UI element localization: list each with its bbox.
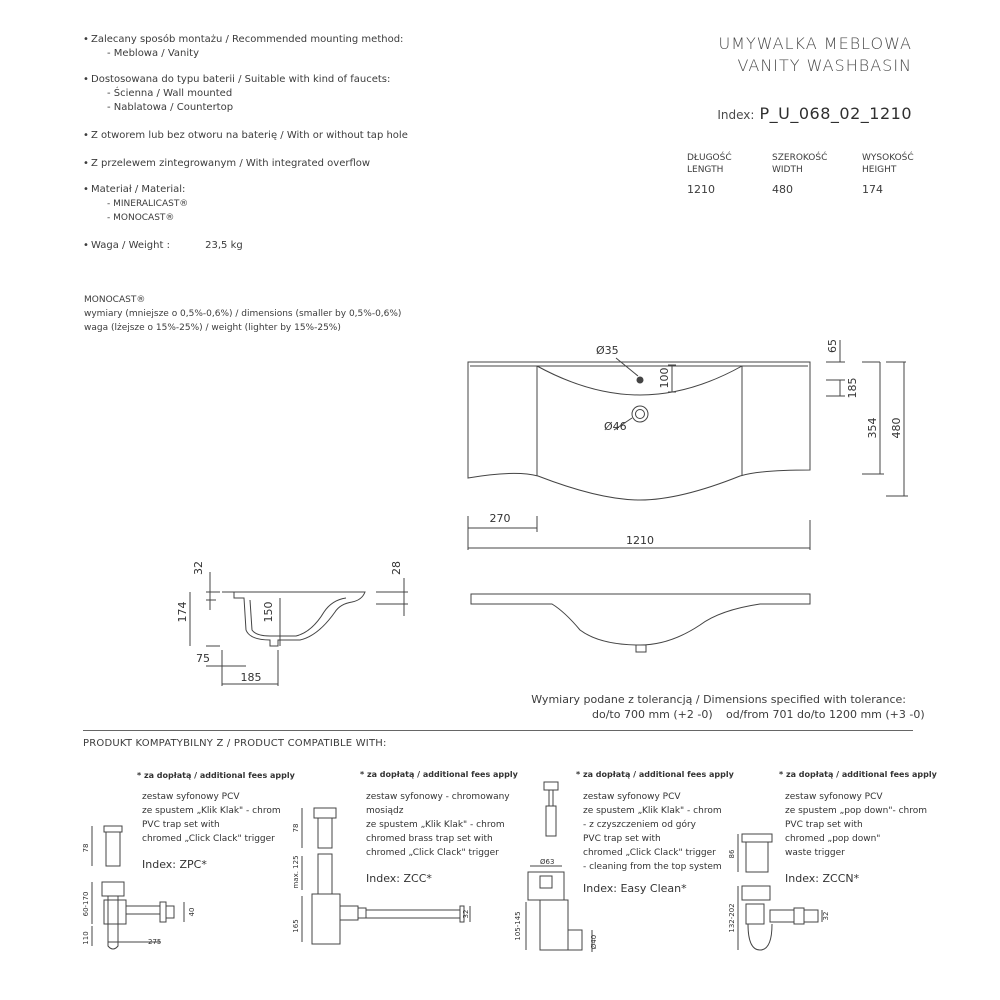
easyclean-dim-c: Ø40 [590,935,598,949]
zcc-dim-c: 165 [292,919,300,932]
dim-width: SZEROKOŚĆ WIDTH 480 [772,153,828,196]
compatible-title: PRODUKT KOMPATYBILNY Z / PRODUCT COMPATI… [83,738,387,749]
tolerance-large: od/from 701 do/to 1200 mm (+3 -0) [726,708,925,721]
dim-label-185: 185 [846,378,859,399]
easyclean-dim-b: 105-145 [514,911,522,940]
product-index: Index: ZCC* [366,872,432,885]
product-index: Index: Easy Clean* [583,882,687,895]
dim-label-185-side: 185 [241,671,262,684]
zpc-dim-e: 40 [188,908,196,917]
zccn-dim-c: 32 [822,912,830,921]
fee-note: * za dopłatą / additional fees apply [360,770,518,779]
product-description: zestaw syfonowy PCV ze spustem „Klik Kla… [142,792,281,844]
top-view-drawing [467,340,908,550]
tolerance-small: do/to 700 mm (+2 -0) [592,708,713,721]
zccn-dim-b: 132-202 [728,903,736,932]
trap-easyclean-drawing [525,781,593,952]
tolerance-title: Wymiary podane z tolerancją / Dimensions… [531,693,906,706]
product-description: zestaw syfonowy - chromowany mosiądz ze … [366,792,510,858]
dim-label-75: 75 [196,652,210,665]
zcc-dim-a: 78 [292,824,300,833]
dim-label-270: 270 [490,512,511,525]
side-view-drawing [189,572,408,686]
dim-label-d46: Ø46 [604,420,627,433]
zpc-dim-a: 78 [82,844,90,853]
dim-label-150: 150 [262,602,275,623]
fee-note: * za dopłatą / additional fees apply [137,771,295,780]
front-view-drawing [470,593,811,653]
zcc-dim-b: max. 125 [292,855,300,888]
product-description: zestaw syfonowy PCV ze spustem „pop down… [785,792,928,858]
dim-label-28: 28 [390,561,403,575]
product-index: Index: ZCCN* [785,872,860,885]
easyclean-dim-a: Ø63 [540,858,554,866]
monocast-note: MONOCAST® wymiary (mniejsze o 0,5%-0,6%)… [84,295,402,333]
dim-length: DŁUGOŚĆ LENGTH 1210 [687,153,732,196]
trap-zpc-drawing [91,825,185,950]
zccn-dim-a: 86 [728,849,736,858]
zpc-dim-d: 275 [148,938,161,946]
dim-label-480: 480 [890,418,903,439]
spec-mounting: •Zalecany sposób montażu / Recommended m… [83,34,404,59]
dim-label-174: 174 [176,602,189,623]
dim-height: WYSOKOŚĆ HEIGHT 174 [862,153,914,196]
product-index: Index: ZPC* [142,858,207,871]
dim-label-1210: 1210 [626,534,654,547]
product-title-en: VANITY WASHBASIN [737,56,912,75]
product-title-pl: UMYWALKA MEBLOWA [718,34,912,53]
dim-label-32: 32 [192,561,205,575]
spec-weight: •Waga / Weight : 23,5 kg [83,240,243,251]
dim-label-100: 100 [658,368,671,389]
spec-taphole: •Z otworem lub bez otworu na baterię / W… [83,130,408,141]
dim-label-65: 65 [826,339,839,353]
fee-note: * za dopłatą / additional fees apply [779,770,937,779]
trap-zcc-drawing [301,807,471,945]
trap-zccn-drawing [737,833,823,951]
spec-material: •Materiał / Material: - MINERALICAST® - … [83,184,189,223]
product-description: zestaw syfonowy PCV ze spustem „Klik Kla… [583,792,722,872]
zpc-dim-b: 60-170 [82,892,90,917]
spec-overflow: •Z przelewem zintegrowanym / With integr… [83,158,371,169]
fee-note: * za dopłatą / additional fees apply [576,770,734,779]
zcc-dim-d: 32 [462,910,470,919]
spec-faucets: •Dostosowana do typu baterii / Suitable … [83,74,391,113]
product-index: Index: P_U_068_02_1210 [717,104,912,123]
dim-label-354: 354 [866,418,879,439]
dim-label-d35: Ø35 [596,344,619,357]
zpc-dim-c: 110 [82,931,90,944]
section-divider [83,730,913,731]
